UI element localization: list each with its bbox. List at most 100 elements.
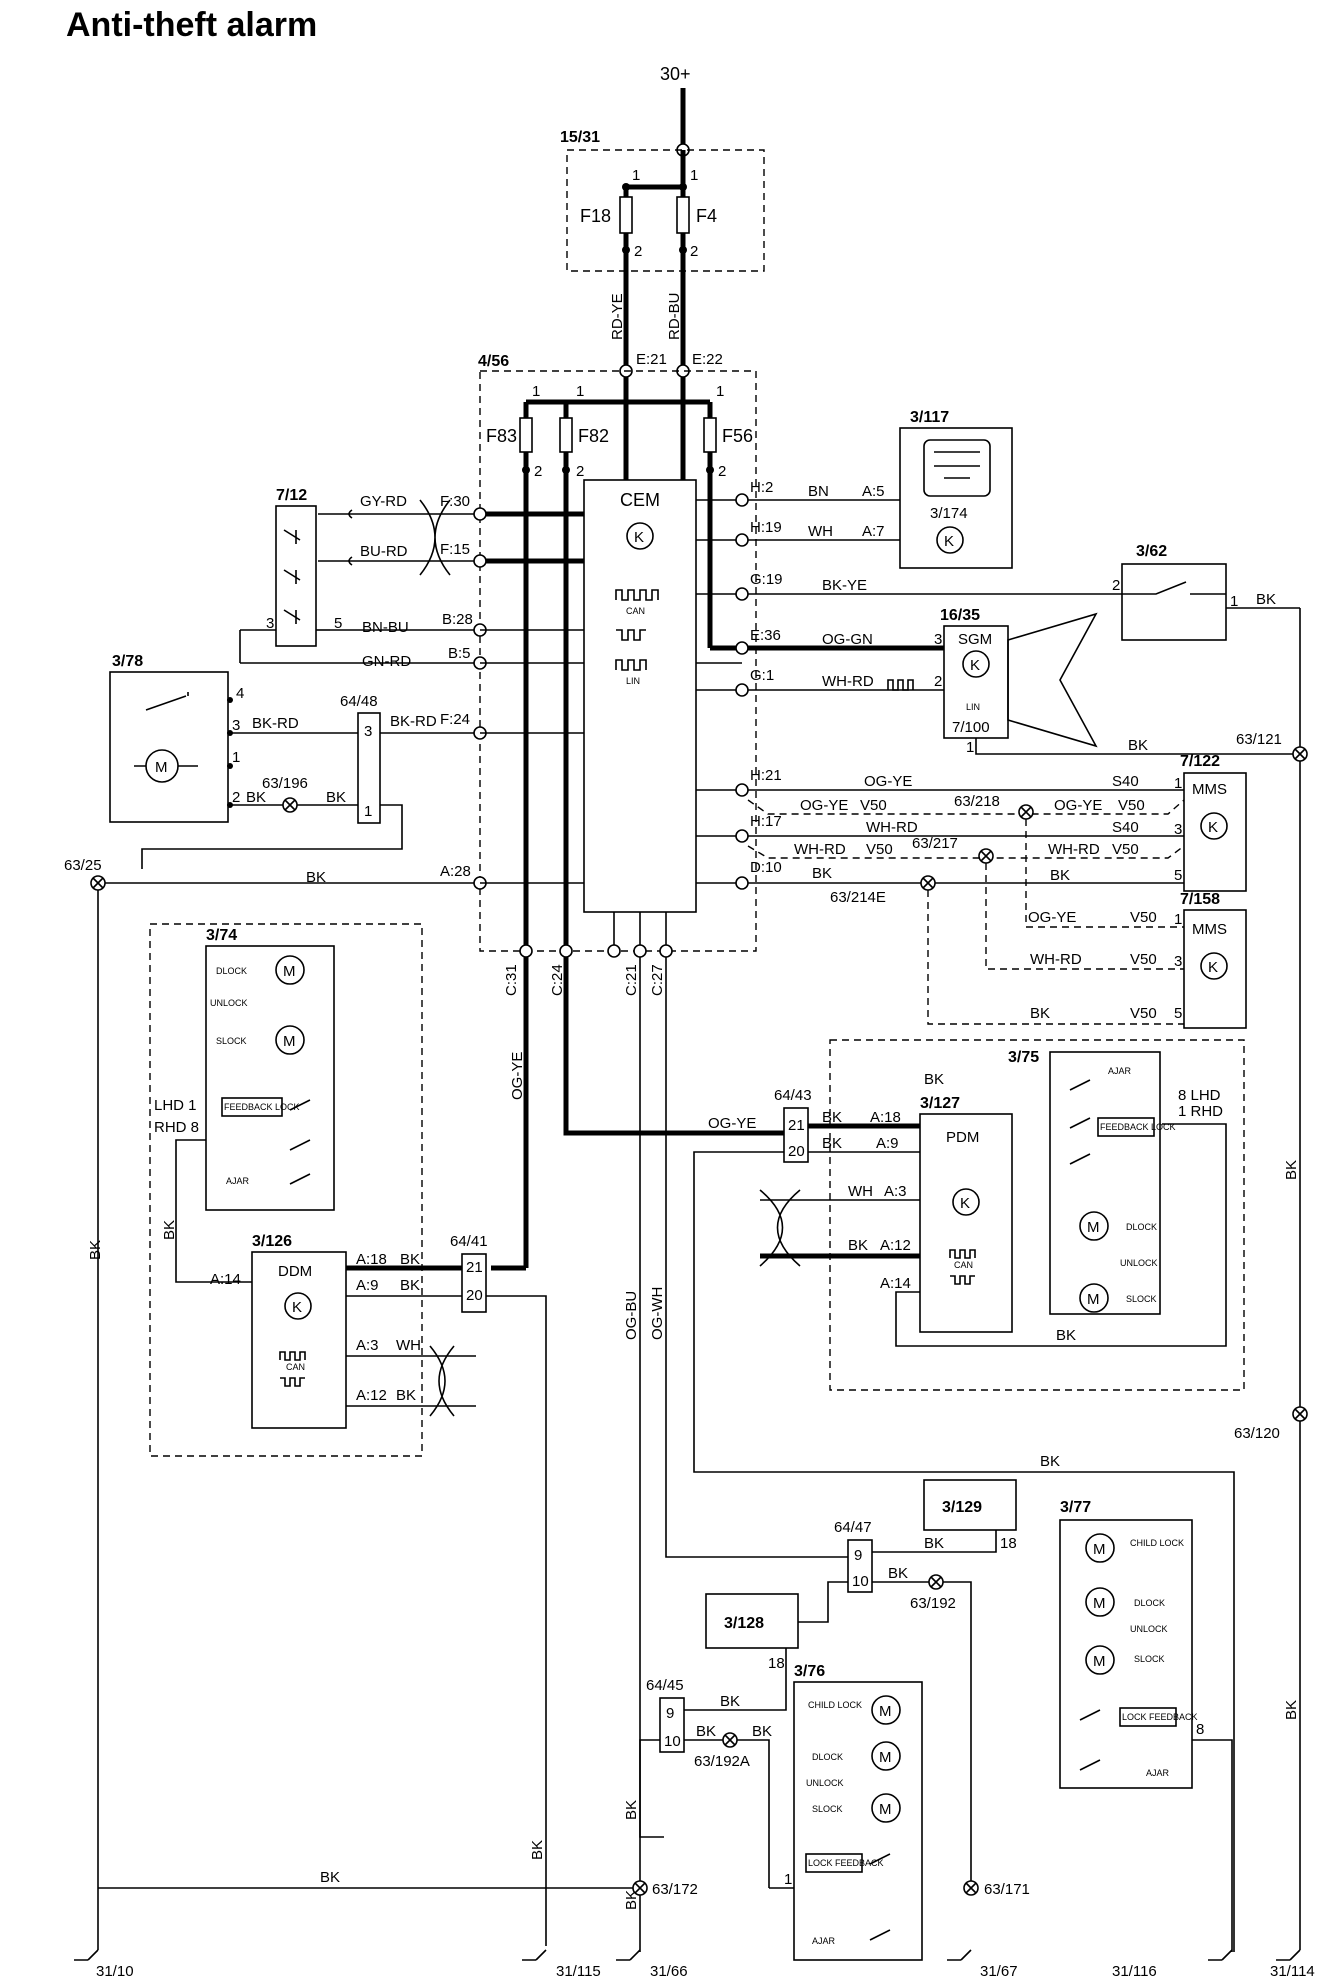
component-63-192a: 63/192A bbox=[694, 1753, 750, 1770]
motor-icon: M bbox=[1087, 1219, 1100, 1236]
wire-ogye: OG-YE bbox=[1054, 797, 1102, 814]
wire-ogye: OG-YE bbox=[1028, 909, 1076, 926]
wire-bkrd: BK-RD bbox=[252, 715, 299, 732]
connector-64-48 bbox=[357, 712, 381, 824]
pin-label: 1 bbox=[1174, 911, 1182, 928]
pin-label: 1 bbox=[632, 167, 640, 184]
motor-icon: M bbox=[1093, 1595, 1106, 1612]
cem-can: CAN bbox=[626, 606, 645, 616]
ddm-can: CAN bbox=[286, 1362, 305, 1372]
pin-v50: V50 bbox=[1112, 841, 1139, 858]
pin-a14: A:14 bbox=[210, 1271, 241, 1288]
pin-label: 20 bbox=[466, 1287, 483, 1304]
wire-bk: BK bbox=[1056, 1327, 1076, 1344]
wire-whrd: WH-RD bbox=[866, 819, 918, 836]
pin-h19: H:19 bbox=[750, 519, 782, 536]
pin-v50: V50 bbox=[1118, 797, 1145, 814]
pin-label: 1 bbox=[716, 383, 724, 400]
motor-icon: M bbox=[879, 1801, 892, 1818]
pin-label: 2 bbox=[1112, 577, 1120, 594]
fuse-f4 bbox=[676, 196, 690, 234]
pin-g19: G:19 bbox=[750, 571, 783, 588]
component-63-218: 63/218 bbox=[954, 793, 1000, 810]
component-3-126: 3/126 bbox=[252, 1233, 292, 1250]
motor-icon: M bbox=[1093, 1653, 1106, 1670]
pin-e22: E:22 bbox=[692, 351, 723, 368]
wire-bk: BK bbox=[246, 789, 266, 806]
component-3-62-box bbox=[1121, 563, 1227, 641]
siren-icon bbox=[1007, 612, 1098, 748]
wire-bk: BK bbox=[400, 1251, 420, 1268]
pin-label: 1 bbox=[690, 167, 698, 184]
motor-icon: M bbox=[1087, 1291, 1100, 1308]
wire-whrd: WH-RD bbox=[794, 841, 846, 858]
wire-bkrd: BK-RD bbox=[390, 713, 437, 730]
mms-k-icon: K bbox=[1208, 959, 1218, 976]
cem-k-icon: K bbox=[634, 529, 644, 546]
box-3-75-area bbox=[829, 1039, 1245, 1391]
pin-s40: S40 bbox=[1112, 819, 1139, 836]
pin-label: 21 bbox=[466, 1259, 483, 1276]
component-7-158: 7/158 bbox=[1180, 891, 1220, 908]
slock-label: SLOCK bbox=[812, 1804, 843, 1814]
motor-icon: M bbox=[879, 1703, 892, 1720]
ground-31-67: 31/67 bbox=[980, 1963, 1018, 1980]
wire-bk: BK bbox=[1283, 1160, 1300, 1180]
component-63-25: 63/25 bbox=[64, 857, 102, 874]
fuse-f18-label: F18 bbox=[580, 206, 611, 226]
wire-bk: BK bbox=[720, 1693, 740, 1710]
wire-bk: BK bbox=[696, 1723, 716, 1740]
component-64-47: 64/47 bbox=[834, 1519, 872, 1536]
pin-label: 3 bbox=[232, 717, 240, 734]
motor-icon: M bbox=[1093, 1541, 1106, 1558]
wire-bk: BK bbox=[320, 1869, 340, 1886]
connector-64-45 bbox=[659, 1697, 685, 1753]
fuse-f18 bbox=[619, 196, 633, 234]
ajar-label: AJAR bbox=[812, 1936, 836, 1946]
pin-s40: S40 bbox=[1112, 773, 1139, 790]
pin-a7: A:7 bbox=[862, 523, 885, 540]
wire-wh: WH bbox=[848, 1183, 873, 1200]
page-title: Anti-theft alarm bbox=[66, 6, 317, 44]
pin-label: 3 bbox=[1174, 953, 1182, 970]
pin-a9: A:9 bbox=[356, 1277, 379, 1294]
mms-label: MMS bbox=[1192, 781, 1227, 798]
wire-wh: WH bbox=[808, 523, 833, 540]
pin-label: 1 bbox=[1230, 593, 1238, 610]
wire-bk: BK bbox=[529, 1840, 546, 1860]
pin-label: 5 bbox=[334, 615, 342, 632]
pin-a9: A:9 bbox=[876, 1135, 899, 1152]
wire-whrd: WH-RD bbox=[822, 673, 874, 690]
wire-bk: BK bbox=[822, 1109, 842, 1126]
component-3-74-box bbox=[205, 945, 335, 1211]
wire-gnrd: GN-RD bbox=[362, 653, 411, 670]
component-3-77: 3/77 bbox=[1060, 1499, 1091, 1516]
pin-b28: B:28 bbox=[442, 611, 473, 628]
component-3-76: 3/76 bbox=[794, 1663, 825, 1680]
pin-a12: A:12 bbox=[356, 1387, 387, 1404]
ajar-label: AJAR bbox=[1108, 1066, 1132, 1076]
connector-64-41 bbox=[461, 1253, 487, 1313]
wire-bk: BK bbox=[87, 1240, 104, 1260]
feedback-lock-label: FEEDBACK LOCK bbox=[1100, 1122, 1176, 1132]
pin-label: 1 bbox=[784, 1871, 792, 1888]
pin-label: 10 bbox=[664, 1733, 681, 1750]
motor-icon: M bbox=[283, 963, 296, 980]
pdm-can: CAN bbox=[954, 1260, 973, 1270]
wire-bk: BK bbox=[1040, 1453, 1060, 1470]
sgm-k-icon: K bbox=[970, 657, 980, 674]
connector-64-47 bbox=[847, 1539, 873, 1593]
component-3-78-box bbox=[109, 671, 229, 823]
pin-e21: E:21 bbox=[636, 351, 667, 368]
wire-bk: BK bbox=[1030, 1005, 1050, 1022]
component-3-75-box bbox=[1049, 1051, 1161, 1315]
pin-v50: V50 bbox=[866, 841, 893, 858]
pin-label: 5 bbox=[1174, 1005, 1182, 1022]
dlock-label: DLOCK bbox=[1126, 1222, 1157, 1232]
cem-lin: LIN bbox=[626, 676, 640, 686]
pin-c21: C:21 bbox=[623, 964, 640, 996]
pin-v50: V50 bbox=[1130, 951, 1157, 968]
connector-64-43 bbox=[783, 1107, 809, 1163]
motor-icon: M bbox=[283, 1033, 296, 1050]
pin-label: 3 bbox=[934, 631, 942, 648]
